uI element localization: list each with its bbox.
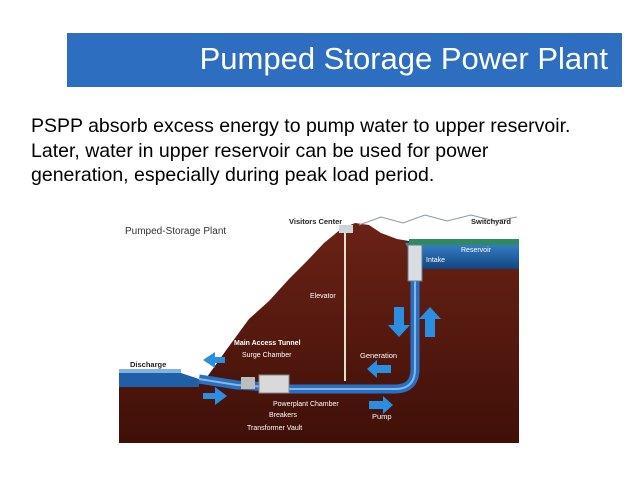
- body-text: PSPP absorb excess energy to pump water …: [31, 114, 621, 188]
- generation-down-arrow: [388, 307, 410, 337]
- slide-title: Pumped Storage Power Plant: [199, 41, 608, 76]
- transformer-vault-label: Transformer Vault: [247, 425, 302, 432]
- reservoir-dam: [409, 239, 519, 245]
- pumped-storage-diagram: Pumped-Storage Plant Visitors Center Swi…: [119, 209, 519, 443]
- elevator-label: Elevator: [310, 293, 336, 300]
- switchyard-lines: [358, 214, 518, 226]
- body-line: Later, water in upper reservoir can be u…: [31, 139, 489, 162]
- reservoir-label: Reservoir: [461, 247, 492, 254]
- generation-label: Generation: [360, 351, 397, 360]
- discharge-left-arrow: [203, 352, 225, 368]
- diagram-svg: Pumped-Storage Plant Visitors Center Swi…: [119, 209, 519, 443]
- powerplant-chamber: [258, 374, 290, 394]
- generation-left-arrow: [367, 360, 391, 378]
- lower-water: [119, 373, 199, 387]
- pump-label: Pump: [372, 412, 392, 421]
- intake-tower: [407, 244, 423, 282]
- body-line: PSPP absorb excess energy to pump water …: [31, 115, 571, 137]
- pump-right-arrow: [203, 387, 227, 405]
- diagram-title: Pumped-Storage Plant: [125, 226, 226, 237]
- title-bar: Pumped Storage Power Plant: [67, 33, 622, 87]
- visitors-center-label: Visitors Center: [289, 217, 342, 226]
- powerplant-chamber-label: Powerplant Chamber: [273, 401, 339, 408]
- pump-right-arrow-2: [369, 396, 393, 414]
- water-surface: [119, 369, 181, 373]
- visitors-center-building: [339, 225, 353, 233]
- discharge-label: Discharge: [130, 360, 166, 369]
- pump-up-arrow: [419, 307, 441, 337]
- switchyard-label: Switchyard: [471, 217, 511, 226]
- upper-reservoir: [405, 241, 519, 269]
- main-access-tunnel-label: Main Access Tunnel: [234, 340, 301, 347]
- body-line: generation, especially during peak load …: [31, 164, 435, 186]
- intake-label: Intake: [426, 257, 445, 264]
- surge-chamber-label: Surge Chamber: [242, 352, 292, 359]
- breakers-label: Breakers: [269, 412, 298, 419]
- arrows: [203, 307, 441, 414]
- surge-chamber: [241, 377, 255, 389]
